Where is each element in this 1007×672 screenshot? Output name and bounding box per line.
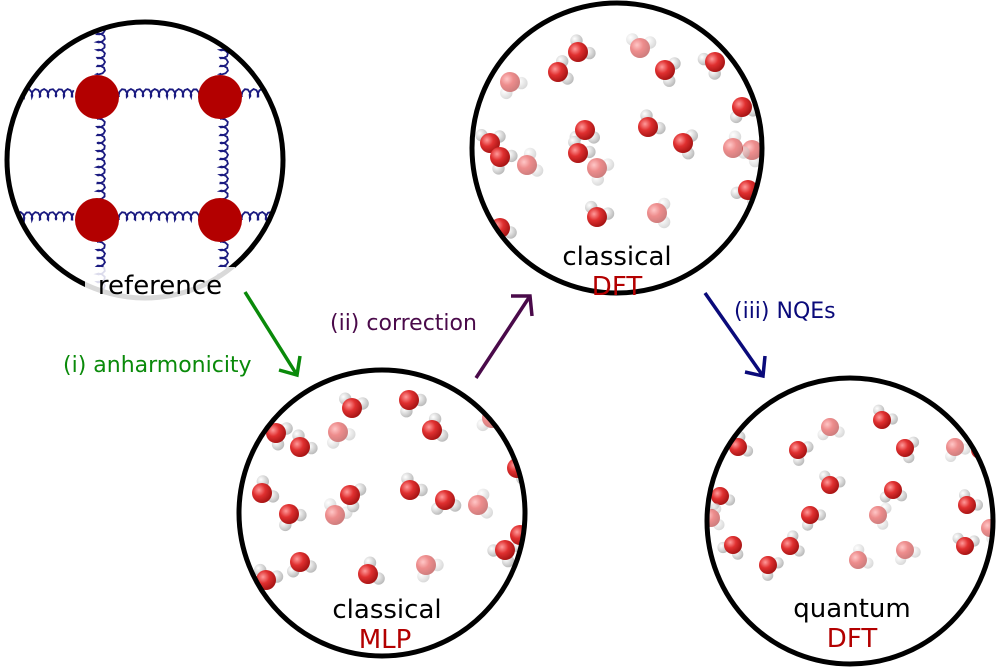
water-molecule: [487, 540, 515, 568]
water-molecule: [801, 506, 827, 531]
quantum-dft-circle: [704, 375, 996, 667]
water-molecule: [817, 418, 845, 441]
water-molecule: [655, 57, 681, 87]
lattice-atom: [75, 198, 119, 242]
water-molecule: [626, 33, 657, 58]
quantum-dft-label-line1: quantum: [793, 594, 910, 624]
water-molecule: [358, 556, 385, 585]
water-molecule: [759, 556, 784, 581]
water-molecule: [789, 441, 814, 466]
water-molecule: [723, 130, 750, 159]
water-molecule: [587, 158, 615, 186]
water-molecules: [707, 404, 993, 581]
reference-panel: reference: [4, 19, 286, 303]
label-backdrop: [85, 267, 235, 303]
spring: [117, 87, 201, 101]
classical-mlp-circle: [236, 367, 528, 659]
classical-mlp-label-line2: MLP: [359, 625, 412, 655]
spring: [93, 22, 107, 76]
lattice-atom: [198, 75, 242, 119]
water-molecule: [849, 544, 874, 569]
classical-dft-label-line1: classical: [562, 242, 671, 272]
water-molecule: [327, 422, 356, 449]
water-molecule: [399, 390, 427, 418]
spring: [7, 87, 75, 101]
spring: [7, 210, 75, 224]
spring: [117, 210, 201, 224]
reference-label: reference: [98, 271, 222, 301]
water-molecule: [290, 429, 318, 457]
quantum-dft-label-line2: DFT: [827, 624, 878, 654]
water-molecule: [422, 412, 449, 442]
water-molecule: [819, 470, 846, 494]
water-molecule: [266, 422, 293, 451]
water-molecule: [781, 530, 805, 557]
reference-circle: [4, 19, 286, 301]
spring: [93, 117, 107, 201]
anharmonicity-arrow: [243, 291, 302, 378]
nqes-arrow: [703, 291, 767, 379]
water-molecules: [475, 33, 762, 244]
water-molecule: [279, 504, 307, 532]
water-molecule: [340, 483, 367, 513]
water-molecules: [252, 390, 525, 590]
water-molecule: [585, 200, 615, 227]
water-molecule: [945, 438, 971, 462]
spring: [216, 117, 230, 201]
nqes-label: (iii) NQEs: [734, 299, 836, 324]
water-molecule: [548, 55, 574, 85]
classical-dft-panel: classical DFT: [469, 0, 765, 302]
water-molecule: [475, 129, 506, 153]
water-molecule: [568, 34, 596, 62]
classical-mlp-label-line1: classical: [332, 595, 441, 625]
water-molecule: [895, 541, 921, 566]
water-molecule: [416, 555, 444, 583]
water-molecule: [717, 536, 744, 560]
water-molecule: [879, 481, 908, 503]
water-molecule: [339, 392, 369, 418]
water-molecule: [647, 197, 671, 229]
water-molecule: [287, 552, 317, 578]
water-molecule: [729, 431, 754, 457]
classical-mlp-panel: classical MLP: [236, 367, 528, 659]
water-molecule: [638, 109, 666, 137]
lattice-atom: [75, 75, 119, 119]
water-molecule: [896, 436, 920, 464]
correction-label: (ii) correction: [330, 311, 477, 336]
water-molecule: [400, 472, 428, 500]
water-molecule: [568, 135, 596, 163]
water-molecule: [869, 502, 892, 530]
lattice-atom: [198, 198, 242, 242]
classical-dft-circle: [469, 0, 765, 296]
water-molecule: [254, 563, 284, 590]
water-molecule: [730, 97, 760, 124]
water-molecule: [697, 52, 725, 80]
quantum-dft-panel: quantum DFT: [704, 375, 996, 667]
water-molecule: [431, 490, 462, 515]
anharmonicity-label: (i) anharmonicity: [63, 353, 252, 378]
water-molecule: [673, 129, 698, 160]
water-molecule: [873, 404, 898, 429]
water-molecule: [500, 72, 528, 100]
water-molecule: [468, 488, 493, 519]
water-molecule: [958, 489, 984, 514]
water-molecule: [952, 532, 980, 555]
classical-dft-label-line2: DFT: [592, 272, 643, 302]
water-molecule: [707, 503, 725, 531]
correction-arrow: [474, 294, 534, 379]
water-molecule: [252, 475, 280, 503]
water-molecule: [517, 147, 544, 177]
water-molecule: [490, 147, 518, 175]
